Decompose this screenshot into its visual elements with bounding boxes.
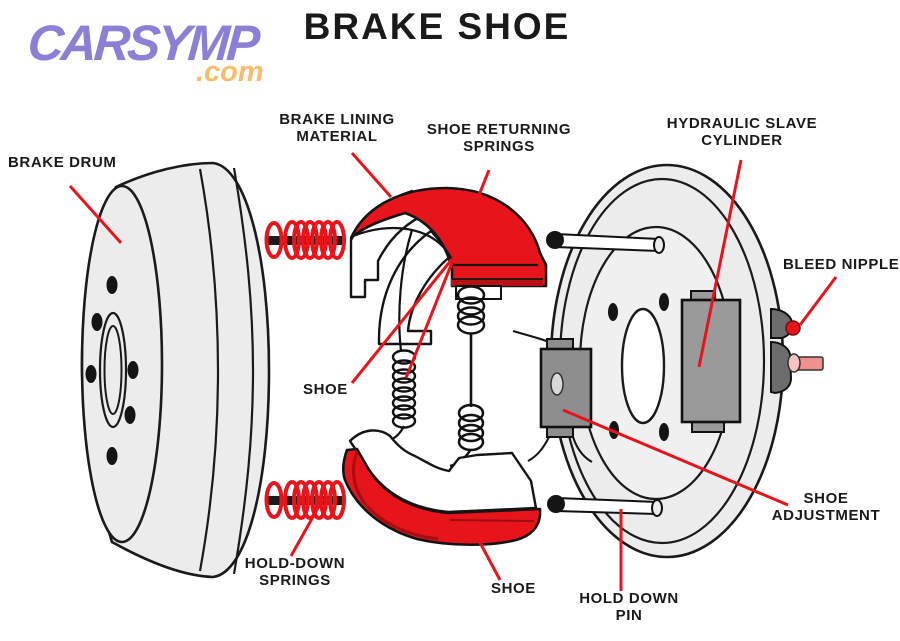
label-shoe-returning-springs: SHOE RETURNING SPRINGS [426, 121, 572, 155]
label-brake-drum: BRAKE DRUM [8, 154, 117, 171]
label-hydraulic-line2: CYLINDER [701, 131, 783, 149]
label-shoe-returning-line1: SHOE RETURNING [426, 121, 572, 138]
drum-lug-holes [85, 276, 139, 465]
hold-down-spring-top [264, 220, 346, 260]
label-hold-down-springs-line1: HOLD-DOWN [244, 555, 346, 572]
top-brake-shoe [349, 186, 548, 468]
page-title: BRAKE SHOE [303, 6, 571, 47]
label-shoe-adjustment: SHOE ADJUSTMENT [771, 490, 881, 524]
leader-lines [68, 152, 838, 591]
leader-brake-drum [68, 184, 123, 245]
label-hydraulic-line1: HYDRAULIC SLAVE [666, 115, 818, 132]
leader-hold-down-springs [289, 498, 325, 557]
returning-spring-right [456, 285, 486, 335]
bleed-nipple-assembly [770, 307, 824, 395]
label-shoe-adjustment-line2: ADJUSTMENT [771, 506, 881, 524]
bleed-nipple-ball [785, 320, 801, 336]
carsymp-logo: CARSYMP .com [26, 15, 288, 88]
plate-holes [608, 293, 669, 441]
leader-bleed-nipple [798, 276, 838, 326]
plate-hub-hole [620, 307, 666, 425]
backing-plate-graphic [512, 163, 824, 559]
hold-down-pin-top [546, 231, 665, 254]
brake-lining-top [349, 186, 548, 288]
hold-down-spring-bottom [264, 480, 346, 520]
leader-brake-lining [350, 152, 393, 198]
bottom-brake-shoe [341, 429, 542, 547]
brake-drum-graphic [80, 161, 271, 579]
label-hydraulic-slave-cylinder: HYDRAULIC SLAVE CYLINDER [666, 115, 818, 149]
label-brake-lining-line2: MATERIAL [296, 127, 378, 145]
logo-tld: .com [196, 56, 264, 88]
leader-shoe-upper [350, 258, 454, 384]
leader-shoe-lower [475, 536, 502, 581]
lining-edge-shade [451, 279, 543, 286]
label-hold-down-springs: HOLD-DOWN SPRINGS [244, 555, 346, 589]
label-hold-down-pin-line1: HOLD DOWN [579, 590, 679, 607]
leader-hydraulic-cylinder [697, 159, 743, 368]
label-shoe-adjustment-line1: SHOE [803, 490, 849, 507]
label-shoe-returning-line2: SPRINGS [463, 137, 535, 155]
label-brake-lining-line1: BRAKE LINING [279, 111, 395, 128]
shoe-adjuster [539, 338, 593, 438]
hydraulic-slave-cylinder [680, 290, 742, 433]
label-hold-down-pin: HOLD DOWN PIN [579, 590, 679, 624]
label-bleed-nipple: BLEED NIPPLE [783, 256, 900, 273]
leader-shoe-returning-springs [404, 169, 491, 379]
label-shoe-upper: SHOE [303, 381, 348, 398]
label-brake-lining-material: BRAKE LINING MATERIAL [279, 111, 395, 145]
label-hold-down-springs-line2: SPRINGS [259, 571, 331, 589]
leader-shoe-adjustment [562, 408, 789, 507]
label-shoe-lower: SHOE [491, 580, 536, 597]
label-hold-down-pin-line2: PIN [615, 606, 643, 624]
hold-down-pin-bottom [547, 495, 663, 517]
